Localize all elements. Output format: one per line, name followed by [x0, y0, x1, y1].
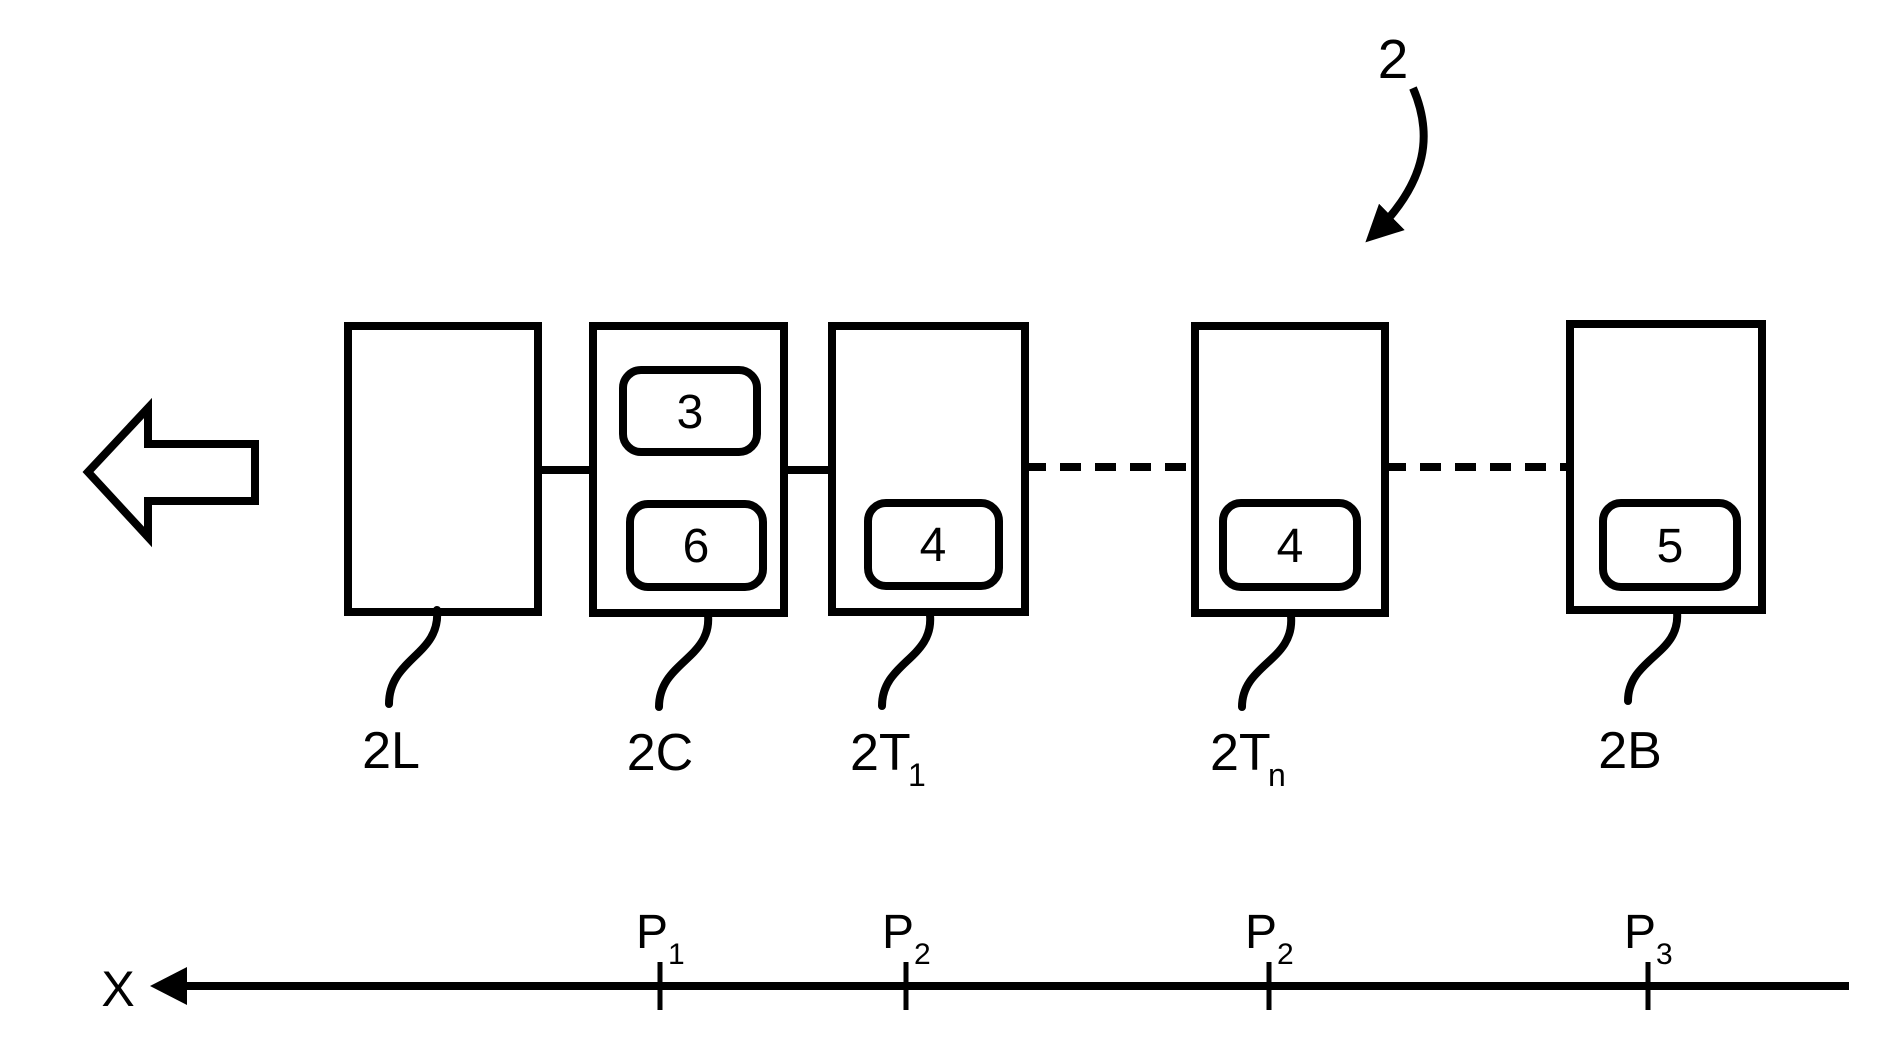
unit-label-3: 3 [677, 386, 704, 439]
car-2T1: 4 2T 1 [828, 322, 1029, 793]
leader-line-2B [1624, 608, 1682, 705]
leader-line-2L [385, 606, 442, 708]
reference-callout: 2 [1365, 28, 1428, 243]
unit-label-6: 6 [683, 520, 710, 573]
car-label-2B: 2B [1598, 722, 1662, 780]
tick-label-P2a-subscript: 2 [914, 938, 931, 971]
x-axis-label: X [101, 961, 134, 1017]
unit-box-3 [619, 366, 761, 456]
tick-label-P3-subscript: 3 [1656, 938, 1673, 971]
unit-label-4a: 4 [920, 519, 947, 572]
tick-label-P2a: P [882, 906, 914, 959]
leader-line-2Tn [1238, 612, 1296, 711]
reference-arrow-icon [1365, 86, 1428, 243]
unit-label-4b: 4 [1277, 520, 1304, 573]
x-axis: X P 1 P 2 P 2 P 3 [101, 906, 1849, 1017]
car-label-2C: 2C [627, 724, 693, 782]
unit-box-6 [626, 500, 767, 591]
reference-label: 2 [1378, 28, 1409, 90]
car-label-2Tn-subscript: n [1268, 757, 1286, 793]
tick-label-P3: P [1624, 906, 1656, 959]
car-2L: 2L [344, 322, 542, 780]
car-label-2Tn: 2T [1210, 724, 1271, 782]
car-box-2L [344, 322, 542, 616]
unit-box-4a [864, 499, 1003, 590]
unit-label-5: 5 [1657, 520, 1684, 573]
x-axis-arrowhead-icon [150, 967, 187, 1005]
car-label-2T1-subscript: 1 [908, 757, 926, 793]
unit-box-4b [1219, 499, 1361, 591]
car-label-2T1: 2T [850, 724, 911, 782]
leader-line-2T1 [878, 611, 935, 710]
car-2C: 3 6 2C [589, 322, 788, 782]
tick-label-P2b: P [1245, 906, 1277, 959]
leader-line-2C [655, 611, 713, 711]
car-2B: 5 2B [1566, 320, 1766, 780]
car-label-2L: 2L [362, 722, 420, 780]
tick-label-P1: P [636, 906, 668, 959]
car-2Tn: 4 2T n [1191, 322, 1389, 793]
tick-label-P2b-subscript: 2 [1277, 938, 1294, 971]
direction-arrow-icon [82, 397, 259, 548]
unit-box-5 [1599, 499, 1741, 591]
tick-label-P1-subscript: 1 [668, 938, 685, 971]
